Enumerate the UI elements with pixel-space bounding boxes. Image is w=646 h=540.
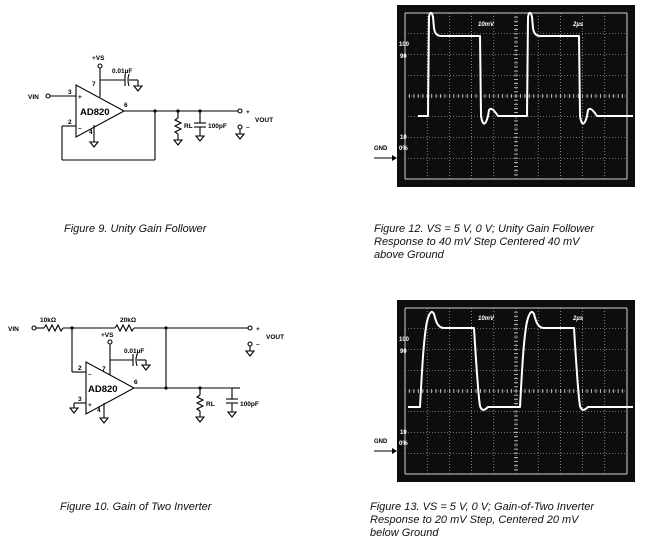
figure-12-caption: Figure 12. VS = 5 V, 0 V; Unity Gain Fol…	[374, 223, 594, 261]
svg-text:7: 7	[102, 366, 106, 373]
svg-text:6: 6	[134, 379, 138, 386]
svg-text:–: –	[88, 371, 92, 378]
chip-label: AD820	[80, 107, 110, 118]
scope-graticule	[404, 307, 628, 475]
svg-text:+: +	[78, 94, 82, 101]
opamp-symbol	[75, 84, 126, 138]
rin-label: 10kΩ	[40, 317, 56, 324]
svg-text:2: 2	[78, 365, 82, 372]
ground-icon	[88, 141, 100, 148]
ground-icon	[194, 416, 206, 423]
chip-label: AD820	[88, 384, 118, 395]
figure-13-caption: Figure 13. VS = 5 V, 0 V; Gain-of-Two In…	[370, 501, 595, 539]
svg-text:100: 100	[399, 42, 410, 48]
svg-text:100: 100	[399, 337, 410, 343]
cap-label: 0.01µF	[112, 68, 132, 75]
ground-icon	[234, 133, 246, 140]
svg-text:10: 10	[400, 135, 407, 141]
load-resistor	[195, 394, 205, 412]
scope-trace	[408, 310, 633, 411]
ground-icon	[68, 407, 80, 414]
svg-text:+: +	[256, 326, 260, 333]
figure-12: GND 100 90 10 0% 10mV 2µs	[370, 0, 646, 200]
vs-label: +VS	[92, 55, 105, 62]
scope-13: GND 100 90 10 0% 10mV 2µs	[374, 300, 635, 482]
vin-label: VIN	[28, 94, 39, 101]
figure-10-caption: Figure 10. Gain of Two Inverter	[60, 501, 212, 513]
fig9-schematic: AD820 VIN 3 + 2 – +VS 7 0.01µF 4 6	[28, 55, 273, 161]
svg-text:0%: 0%	[399, 441, 408, 447]
cout-label: 100pF	[208, 123, 227, 130]
gnd-arrow-icon	[392, 155, 397, 161]
vout-label: VOUT	[266, 334, 284, 341]
fig10-schematic: VIN 10kΩ 20kΩ AD820 2 – 3 + +VS 7 0.01µF	[8, 317, 284, 424]
svg-text:–: –	[256, 341, 260, 348]
vs-terminal	[107, 339, 113, 345]
vin-terminal	[31, 325, 37, 331]
vin-terminal	[45, 93, 51, 99]
svg-text:2: 2	[68, 119, 72, 126]
vout-terminal	[247, 325, 253, 331]
svg-text:90: 90	[400, 54, 407, 60]
vs-label: +VS	[101, 332, 114, 339]
gnd-arrow-icon	[392, 448, 397, 454]
volts-per-div: 10mV	[478, 22, 495, 28]
cap-label: 0.01µF	[124, 348, 144, 355]
feedback-resistor	[114, 323, 135, 333]
svg-text:6: 6	[124, 102, 128, 109]
load-resistor	[173, 117, 183, 135]
rl-label: RL	[184, 123, 193, 130]
vout-label: VOUT	[255, 117, 273, 124]
svg-text:3: 3	[78, 396, 82, 403]
gnd-label: GND	[374, 146, 388, 152]
vout-terminal	[237, 108, 243, 114]
time-per-div: 2µs	[572, 316, 584, 322]
svg-text:–: –	[78, 125, 82, 132]
ground-icon	[98, 417, 110, 424]
figure-9: AD820 VIN 3 + 2 – +VS 7 0.01µF 4 6	[0, 0, 330, 200]
time-per-div: 2µs	[572, 22, 584, 28]
ground-icon	[132, 85, 144, 92]
svg-text:3: 3	[68, 89, 72, 96]
figure-9-caption: Figure 9. Unity Gain Follower	[64, 223, 207, 235]
ground-icon	[226, 411, 238, 418]
ground-icon	[172, 139, 184, 146]
gnd-label: GND	[374, 439, 388, 445]
scope-graticule	[404, 12, 628, 180]
svg-text:7: 7	[92, 81, 96, 88]
svg-text:+: +	[246, 109, 250, 116]
vin-label: VIN	[8, 326, 19, 333]
svg-text:4: 4	[89, 129, 93, 136]
svg-text:10: 10	[400, 430, 407, 436]
vs-terminal	[97, 63, 103, 69]
rl-label: RL	[206, 401, 215, 408]
cout-label: 100pF	[240, 401, 259, 408]
ground-icon	[140, 364, 152, 371]
volts-per-div: 10mV	[478, 316, 495, 322]
ground-icon	[244, 350, 256, 357]
scope-trace	[418, 11, 633, 125]
figure-13: GND 100 90 10 0% 10mV 2µs	[370, 290, 646, 490]
svg-text:–: –	[246, 124, 250, 131]
rf-label: 20kΩ	[120, 317, 136, 324]
figure-10: VIN 10kΩ 20kΩ AD820 2 – 3 + +VS 7 0.01µF	[0, 300, 330, 450]
vout-return-terminal	[247, 341, 253, 347]
svg-text:4: 4	[97, 407, 101, 414]
svg-text:+: +	[88, 402, 92, 409]
vout-return-terminal	[237, 124, 243, 130]
scope-12: GND 100 90 10 0% 10mV 2µs	[374, 5, 635, 187]
input-resistor	[43, 323, 64, 333]
svg-text:0%: 0%	[399, 146, 408, 152]
ground-icon	[194, 135, 206, 142]
svg-text:90: 90	[400, 349, 407, 355]
